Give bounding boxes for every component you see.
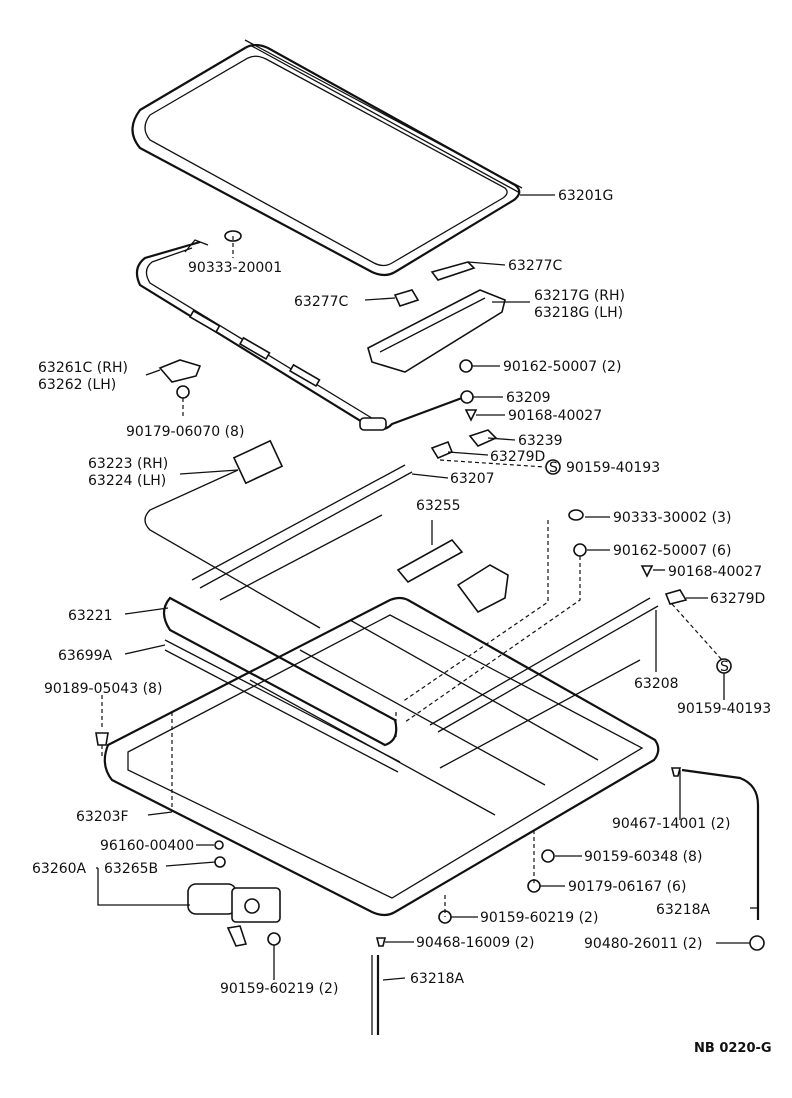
bracket-motor-mount: [456, 564, 509, 614]
label-96160-00400: 96160-00400: [100, 838, 194, 854]
label-90159-60219-b: 90159-60219 (2): [480, 910, 598, 926]
nut-63265B: [214, 856, 226, 868]
guide-rail-63207: [191, 464, 413, 601]
label-63277C-left: 63277C: [294, 294, 349, 310]
small-bolt-90333-30002: [568, 509, 584, 521]
label-63223: 63223 (RH): [88, 456, 168, 472]
label-90162-50007-2: 90162-50007 (2): [503, 359, 621, 375]
leader-lines: [96, 194, 758, 981]
part-63209: [460, 390, 474, 404]
sunroof-motor-63260A: [187, 883, 281, 947]
washer-90159-40193-a: S: [545, 459, 561, 476]
screw-90168-40027: [464, 409, 478, 422]
clip-63277C-left: [393, 289, 420, 307]
grommet-96160-00400: [214, 840, 224, 850]
sunshade-frame: [135, 239, 471, 431]
label-63221: 63221: [68, 608, 113, 624]
label-63218A-right: 63218A: [656, 902, 711, 918]
label-63255: 63255: [416, 498, 461, 514]
label-63209: 63209: [506, 390, 551, 406]
drive-cable-63223: [144, 439, 321, 629]
label-63208: 63208: [634, 676, 679, 692]
clip-63277C-right: [430, 261, 476, 281]
label-63217G: 63217G (RH): [534, 288, 625, 304]
clamp-90468-16009: [375, 937, 387, 947]
label-90468-16009: 90468-16009 (2): [416, 935, 534, 951]
label-90159-60219-a: 90159-60219 (2): [220, 981, 338, 997]
clamp-90467-14001: [670, 767, 682, 777]
grommet-90480-26011: [749, 935, 765, 951]
bolt-90162-50007: [459, 359, 473, 373]
bracket-63261C: [158, 359, 202, 399]
svg-text:S: S: [549, 460, 558, 476]
bolt-90162-50007-6: [573, 543, 587, 557]
label-63239: 63239: [518, 433, 563, 449]
label-63203F: 63203F: [76, 809, 129, 825]
label-90159-60348: 90159-60348 (8): [584, 849, 702, 865]
label-63277C-right: 63277C: [508, 258, 563, 274]
label-90162-50007-6: 90162-50007 (6): [613, 543, 731, 559]
sunroof-housing-63203F: [103, 596, 660, 917]
bracket-63255: [396, 538, 464, 584]
label-90467-14001: 90467-14001 (2): [612, 816, 730, 832]
sunroof-glass-panel: [131, 39, 523, 277]
label-90480-26011: 90480-26011 (2): [584, 936, 702, 952]
label-90168-40027-b: 90168-40027: [668, 564, 762, 580]
bolt-90159-60219-a: [267, 932, 281, 946]
label-90333-20001: 90333-20001: [188, 260, 282, 276]
label-63699A: 63699A: [58, 648, 113, 664]
label-63265B: 63265B: [104, 861, 158, 877]
part-63279D-lower: [664, 589, 688, 605]
label-90189-05043: 90189-05043 (8): [44, 681, 162, 697]
label-63260A: 63260A: [32, 861, 87, 877]
seal-63221: [162, 596, 398, 747]
nut-90159-60348: [541, 849, 555, 863]
label-90159-40193-a: 90159-40193: [566, 460, 660, 476]
label-63218A-bottom: 63218A: [410, 971, 465, 987]
diagram-code: NB 0220-G: [694, 1041, 772, 1056]
label-63207: 63207: [450, 471, 495, 487]
label-90159-40193-b: 90159-40193: [677, 701, 771, 717]
label-63218G: 63218G (LH): [534, 305, 623, 321]
drain-hose-63218A-right: [681, 768, 760, 920]
label-90179-06070: 90179-06070 (8): [126, 424, 244, 440]
label-63261C: 63261C (RH): [38, 360, 128, 376]
svg-text:S: S: [720, 659, 729, 675]
label-63224: 63224 (LH): [88, 473, 166, 489]
label-90168-40027-a: 90168-40027: [508, 408, 602, 424]
label-63279D-upper: 63279D: [490, 449, 545, 465]
label-90333-30002: 90333-30002 (3): [613, 510, 731, 526]
guide-rail-63208: [429, 597, 659, 769]
drain-hose-63218A-bottom: [371, 955, 380, 1035]
washer-90159-40193-b: S: [716, 658, 732, 675]
clip-90189-05043: [95, 732, 109, 746]
label-63201G: 63201G: [558, 188, 613, 204]
label-90179-06167: 90179-06167 (6): [568, 879, 686, 895]
deflector-bracket-63217G: [367, 289, 506, 373]
screw-90168-40027-b: [640, 565, 654, 578]
label-63279D-lower: 63279D: [710, 591, 765, 607]
part-63279D-upper: [430, 440, 454, 460]
label-63262: 63262 (LH): [38, 377, 116, 393]
